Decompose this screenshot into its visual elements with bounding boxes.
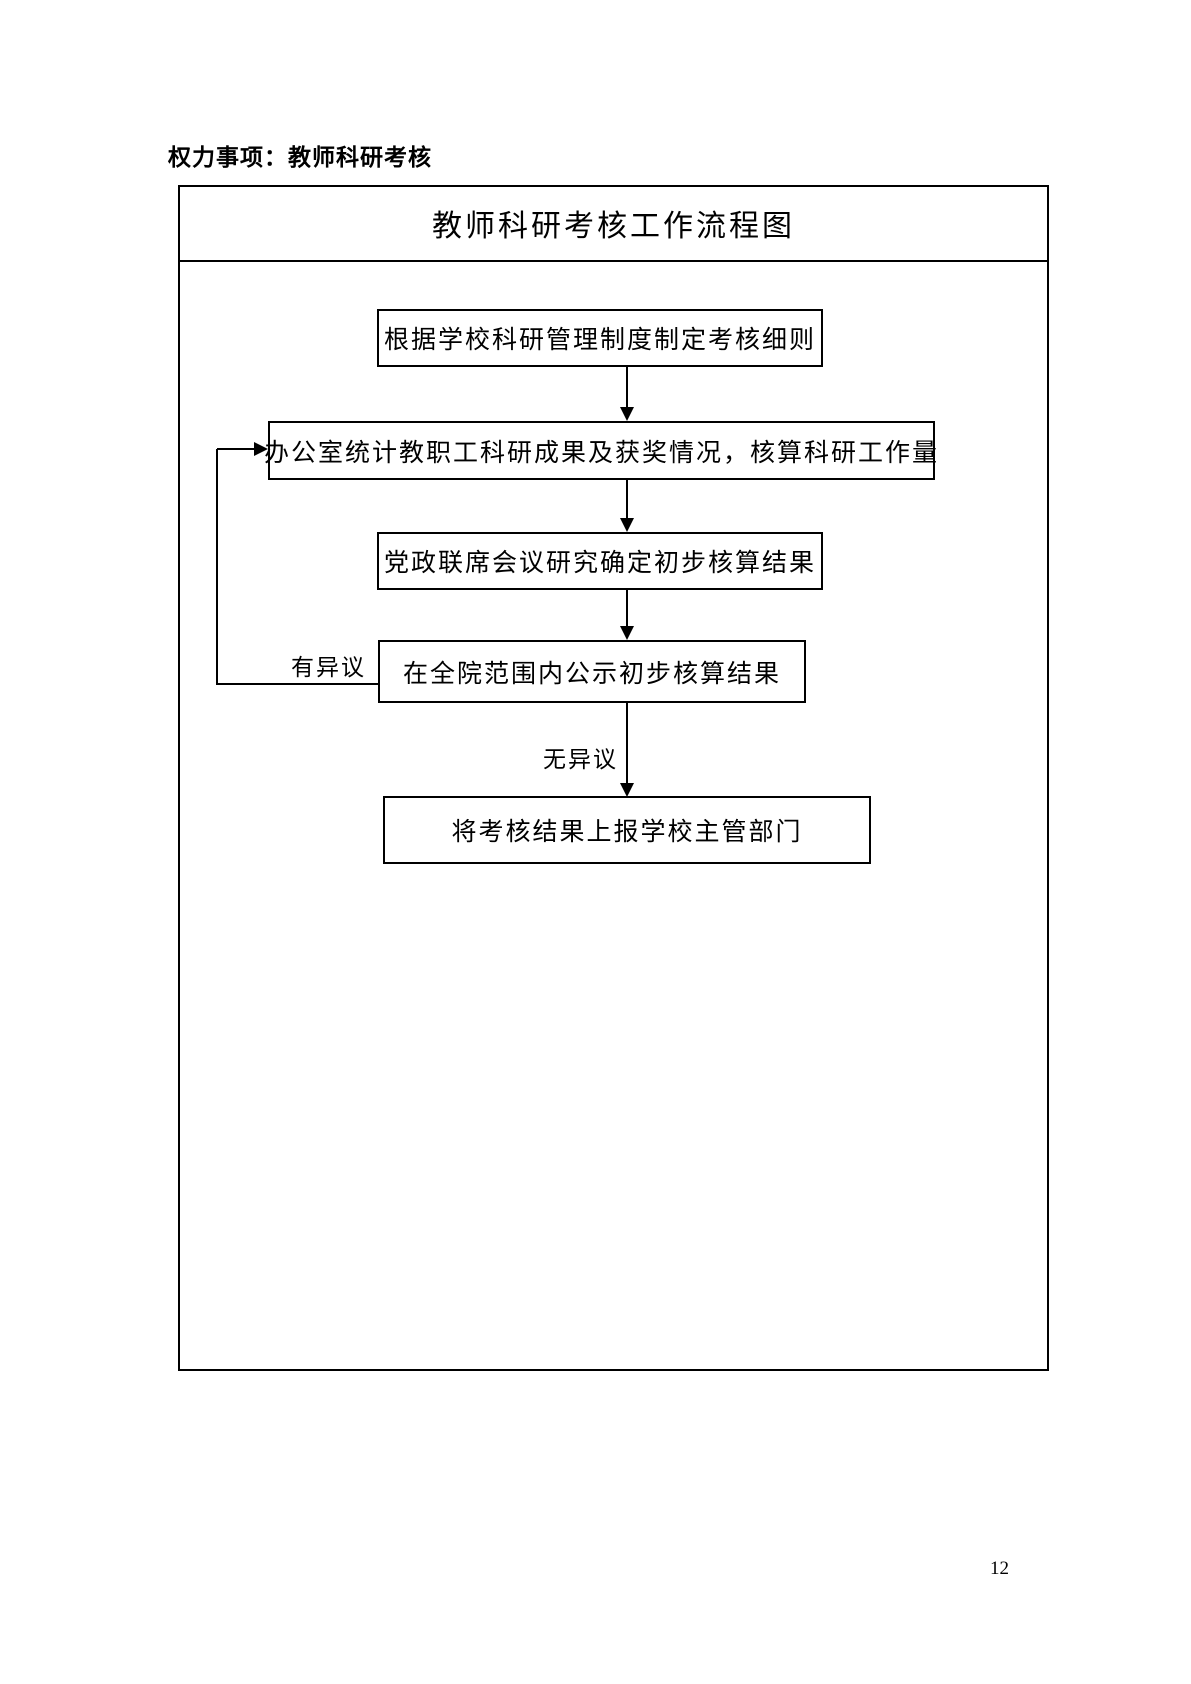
edge-label-no-objection: 无异议 [543, 740, 618, 774]
arrowhead-down-icon [620, 783, 634, 797]
arrowhead-down-icon [620, 518, 634, 532]
connector-step1-step2 [626, 367, 628, 409]
arrowhead-down-icon [620, 407, 634, 421]
feedback-loop-vertical-segment [216, 449, 218, 685]
feedback-loop-top-segment [217, 448, 255, 450]
feedback-loop-bottom-segment [217, 683, 378, 685]
arrowhead-right-icon [254, 442, 268, 456]
flow-box-step5: 将考核结果上报学校主管部门 [383, 796, 871, 864]
connector-step4-step5 [626, 703, 628, 785]
flow-box-step2: 办公室统计教职工科研成果及获奖情况，核算科研工作量 [264, 421, 937, 480]
arrowhead-down-icon [620, 626, 634, 640]
flow-box-step3: 党政联席会议研究确定初步核算结果 [377, 532, 823, 590]
page-number: 12 [990, 1558, 1009, 1579]
connector-step2-step3 [626, 480, 628, 520]
page-heading: 权力事项：教师科研考核 [168, 144, 432, 170]
flowchart-title-row: 教师科研考核工作流程图 [178, 185, 1049, 262]
connector-step3-step4 [626, 590, 628, 628]
flow-box-step1: 根据学校科研管理制度制定考核细则 [377, 309, 823, 367]
flow-box-step4: 在全院范围内公示初步核算结果 [378, 640, 806, 703]
flowchart-frame [178, 185, 1049, 1371]
edge-label-objection: 有异议 [291, 648, 366, 682]
flowchart-title: 教师科研考核工作流程图 [432, 209, 795, 243]
